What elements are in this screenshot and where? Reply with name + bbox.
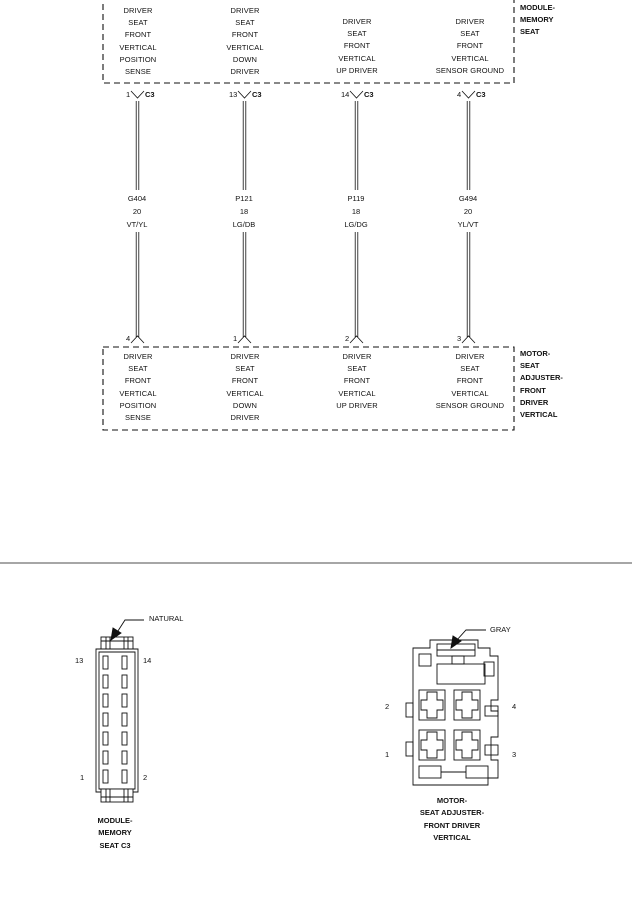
top-circuit-3-label: DRIVER SEAT FRONT VERTICAL UP DRIVER [336, 17, 378, 75]
top-pin-3: 14 [341, 90, 350, 99]
bottom-circuit-3-label: DRIVER SEAT FRONT VERTICAL UP DRIVER [336, 352, 378, 410]
top-circuit-4-label: DRIVER SEAT FRONT VERTICAL SENSOR GROUND [435, 17, 505, 75]
wire-1 [130, 90, 145, 344]
bottom-pin-3: 2 [345, 334, 350, 343]
bottom-circuit-1-label: DRIVER SEAT FRONT VERTICAL POSITION SENS… [119, 352, 157, 423]
connector-c3-drawing [95, 619, 144, 803]
wire-2-id: P121 18 LG/DB [232, 194, 256, 229]
wire-4-id: G494 20 YL/VT [457, 194, 479, 229]
wire-3-id: P119 18 LG/DG [344, 194, 368, 229]
connector-motor-pin-2: 2 [385, 702, 390, 711]
top-module-name: MODULE- MEMORY SEAT [520, 3, 555, 37]
bottom-pin-2: 1 [233, 334, 238, 343]
bottom-circuit-4-label: DRIVER SEAT FRONT VERTICAL SENSOR GROUND [435, 352, 505, 410]
bottom-pin-4: 3 [457, 334, 462, 343]
connector-c3-pin-13: 13 [75, 656, 84, 665]
top-circuit-1-label: DRIVER SEAT FRONT VERTICAL POSITION SENS… [119, 6, 157, 77]
connector-motor-caption: MOTOR- SEAT ADJUSTER- FRONT DRIVER VERTI… [419, 796, 485, 843]
connector-motor-pin-4: 4 [512, 702, 517, 711]
connector-c3-color: NATURAL [149, 614, 184, 623]
wire-1-id: G404 20 VT/YL [126, 194, 148, 229]
bottom-module-box [102, 346, 515, 431]
top-conn-4: C3 [476, 90, 486, 99]
wire-2 [237, 90, 252, 344]
bottom-circuit-2-label: DRIVER SEAT FRONT VERTICAL DOWN DRIVER [226, 352, 264, 423]
top-conn-1: C3 [145, 90, 155, 99]
top-pin-2: 13 [229, 90, 238, 99]
connector-c3-caption: MODULE- MEMORY SEAT C3 [97, 816, 133, 850]
top-conn-3: C3 [364, 90, 374, 99]
connector-motor-pin-3: 3 [512, 750, 517, 759]
connector-motor-drawing [405, 629, 499, 786]
bottom-module-name: MOTOR- SEAT ADJUSTER- FRONT DRIVER VERTI… [520, 349, 563, 420]
connector-motor-color: GRAY [490, 625, 511, 634]
top-module-box [102, 0, 515, 84]
bottom-pin-1: 4 [126, 334, 131, 343]
top-pin-1: 1 [126, 90, 131, 99]
top-circuit-2-label: DRIVER SEAT FRONT VERTICAL DOWN DRIVER [226, 6, 264, 77]
wire-3 [349, 90, 364, 344]
connector-c3-pin-2: 2 [143, 773, 148, 782]
wire-4 [461, 90, 476, 344]
connector-motor-pin-1: 1 [385, 750, 390, 759]
top-pin-4: 4 [457, 90, 462, 99]
top-conn-2: C3 [252, 90, 262, 99]
connector-c3-pin-1: 1 [80, 773, 85, 782]
connector-c3-pin-14: 14 [143, 656, 152, 665]
